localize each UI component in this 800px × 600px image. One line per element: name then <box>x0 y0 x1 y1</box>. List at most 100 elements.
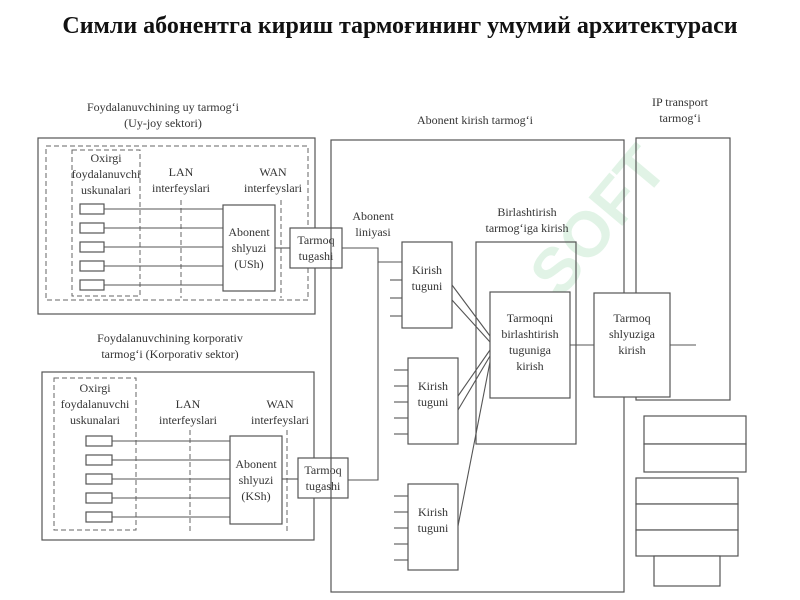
wan-label-line: WAN <box>259 165 287 179</box>
corp-devices-group <box>53 377 137 531</box>
ip-network-label: IP transport tarmog‘i <box>652 95 709 125</box>
aggregation-access-label: Birlashtirish tarmog‘iga kirish <box>486 205 569 235</box>
access-to-aggregation-link <box>457 349 491 397</box>
wan-label-line: interfeyslari <box>244 181 303 195</box>
corp-devices-label: Oxirgi foydalanuvchi uskunalari <box>61 381 130 427</box>
gateway-label-line: Abonent <box>235 457 277 471</box>
aggregation-node-label-line: Tarmoqni <box>507 311 554 325</box>
transport-stack-block <box>653 555 721 587</box>
gateway-entry-label: Tarmoq shlyuziga kirish <box>609 311 656 357</box>
home-network-label-line: (Uy-joy sektori) <box>124 116 202 130</box>
lan-label-line: LAN <box>176 397 201 411</box>
access-to-aggregation-link <box>457 355 491 411</box>
home-network-boundary <box>45 145 309 301</box>
devices-label-line: Oxirgi <box>90 151 122 165</box>
gateway-label-line: (USh) <box>234 257 263 271</box>
lan-label-line: interfeyslari <box>152 181 211 195</box>
access-node-label: Kirish tuguni <box>418 505 449 535</box>
gateway-entry-box <box>593 292 671 398</box>
gateway-label-line: shlyuzi <box>239 473 274 487</box>
access-to-aggregation-link <box>451 284 491 337</box>
ip-network-label-line: tarmog‘i <box>659 111 701 125</box>
home-network-frame <box>37 137 316 315</box>
access-to-aggregation-link <box>451 299 491 343</box>
gateway-label-line: shlyuzi <box>232 241 267 255</box>
access-node-box <box>401 241 453 329</box>
corp-wan-label: WAN interfeyslari <box>251 397 310 427</box>
gateway-label-line: (KSh) <box>241 489 270 503</box>
corp-network-label: Foydalanuvchining korporativ tarmog‘i (K… <box>97 331 243 361</box>
home-subscriber-line <box>342 247 402 263</box>
lan-label-line: LAN <box>169 165 194 179</box>
transport-stack-block <box>643 443 747 473</box>
home-devices-group <box>71 149 141 297</box>
corp-device-port <box>85 435 113 447</box>
net-end-label-line: tugashi <box>306 479 341 493</box>
home-device-port <box>79 203 105 215</box>
subscriber-line-label: Abonent liniyasi <box>352 209 394 239</box>
access-node-label-line: tuguni <box>418 521 449 535</box>
transport-stack-block <box>635 529 739 557</box>
corp-network-frame <box>41 371 315 541</box>
devices-label-line: Oxirgi <box>79 381 111 395</box>
wan-label-line: interfeyslari <box>251 413 310 427</box>
devices-label-line: uskunalari <box>70 413 121 427</box>
ip-network-label-line: IP transport <box>652 95 709 109</box>
access-network-label: Abonent kirish tarmog‘i <box>417 113 534 127</box>
gateway-entry-label-line: kirish <box>618 343 645 357</box>
net-end-label-line: tugashi <box>299 249 334 263</box>
ip-network-frame <box>635 137 731 401</box>
wan-label-line: WAN <box>266 397 294 411</box>
home-device-port <box>79 241 105 253</box>
gateway-entry-label-line: Tarmoq <box>613 311 650 325</box>
home-network-label: Foydalanuvchining uy tarmog‘i (Uy-joy se… <box>87 100 240 130</box>
home-lan-label: LAN interfeyslari <box>152 165 211 195</box>
access-node-label-line: Kirish <box>412 263 442 277</box>
corp-device-port <box>85 511 113 523</box>
home-network-label-line: Foydalanuvchining uy tarmog‘i <box>87 100 240 114</box>
home-device-port <box>79 279 105 291</box>
home-gateway-box <box>222 204 276 292</box>
access-node-label-line: tuguni <box>412 279 443 293</box>
access-node-box <box>407 357 459 445</box>
corp-device-port <box>85 492 113 504</box>
access-to-aggregation-link <box>457 361 491 527</box>
corp-net-end-label: Tarmoq tugashi <box>304 463 341 493</box>
corp-device-port <box>85 454 113 466</box>
corp-lan-label: LAN interfeyslari <box>159 397 218 427</box>
access-node-label: Kirish tuguni <box>418 379 449 409</box>
home-device-port <box>79 260 105 272</box>
transport-stack-block <box>635 503 739 531</box>
aggregation-access-label-line: tarmog‘iga kirish <box>486 221 569 235</box>
home-device-port <box>79 222 105 234</box>
home-gateway-label: Abonent shlyuzi (USh) <box>228 225 270 271</box>
subscriber-line-label-line: liniyasi <box>355 225 391 239</box>
aggregation-node-label-line: birlashtirish <box>501 327 558 341</box>
home-wan-label: WAN interfeyslari <box>244 165 303 195</box>
access-node-label-line: tuguni <box>418 395 449 409</box>
aggregation-node-box <box>489 291 571 399</box>
net-end-label-line: Tarmoq <box>304 463 341 477</box>
diagram-title: Симли абонентга кириш тармоғининг умумий… <box>62 13 738 39</box>
devices-label-line: uskunalari <box>81 183 132 197</box>
transport-stack-block <box>635 477 739 505</box>
access-node-box <box>407 483 459 571</box>
corp-net-end-box <box>297 457 349 499</box>
aggregation-access-label-line: Birlashtirish <box>497 205 556 219</box>
aggregation-node-label: Tarmoqni birlashtirish tuguniga kirish <box>501 311 558 373</box>
corp-subscriber-line <box>348 262 379 481</box>
home-net-end-label: Tarmoq tugashi <box>297 233 334 263</box>
aggregation-node-label-line: tuguniga <box>509 343 552 357</box>
subscriber-line-label-line: Abonent <box>352 209 394 223</box>
devices-label-line: foydalanuvchi <box>72 167 141 181</box>
devices-label-line: foydalanuvchi <box>61 397 130 411</box>
home-net-end-box <box>289 227 343 269</box>
corp-network-label-line: tarmog‘i (Korporativ sektor) <box>101 347 238 361</box>
corp-gateway-box <box>229 435 283 525</box>
access-node-label: Kirish tuguni <box>412 263 443 293</box>
corp-network-label-line: Foydalanuvchining korporativ <box>97 331 243 345</box>
access-node-label-line: Kirish <box>418 505 448 519</box>
home-devices-label: Oxirgi foydalanuvchi uskunalari <box>72 151 141 197</box>
